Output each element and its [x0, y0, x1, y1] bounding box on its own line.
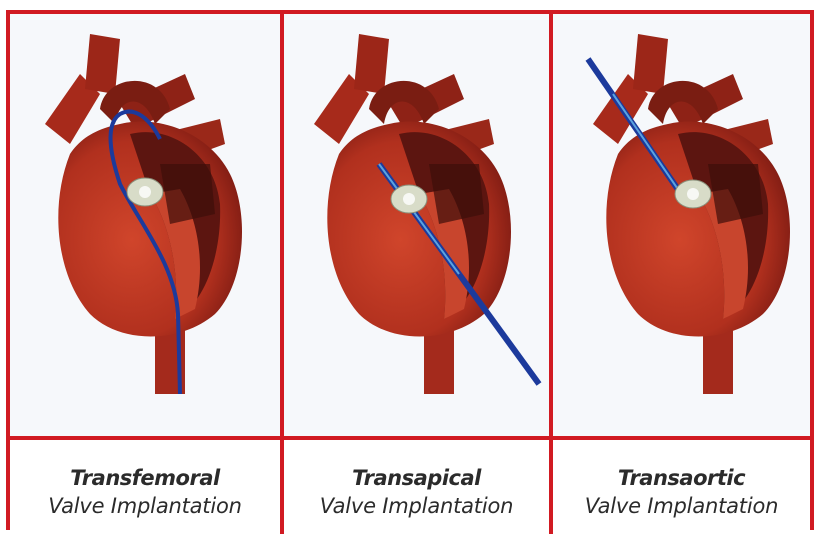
caption-divider-2: [549, 436, 553, 534]
caption-title: Transaortic: [553, 464, 810, 492]
caption-title: Transapical: [284, 464, 549, 492]
caption-transfemoral: Transfemoral Valve Implantation: [10, 440, 280, 534]
caption-subtitle: Valve Implantation: [284, 492, 549, 520]
caption-transapical: Transapical Valve Implantation: [284, 440, 549, 534]
panel-transfemoral: [10, 14, 280, 436]
caption-title: Transfemoral: [10, 464, 280, 492]
heart-illustration-transfemoral: [10, 14, 280, 436]
heart-illustration-transaortic: [553, 14, 810, 436]
caption-subtitle: Valve Implantation: [553, 492, 810, 520]
caption-subtitle: Valve Implantation: [10, 492, 280, 520]
caption-divider-1: [280, 436, 284, 534]
panel-transaortic: [553, 14, 810, 436]
caption-transaortic: Transaortic Valve Implantation: [553, 440, 810, 534]
figure-frame: Transfemoral Valve Implantation Transapi…: [6, 10, 814, 530]
panel-transapical: [284, 14, 549, 436]
heart-illustration-transapical: [284, 14, 549, 436]
